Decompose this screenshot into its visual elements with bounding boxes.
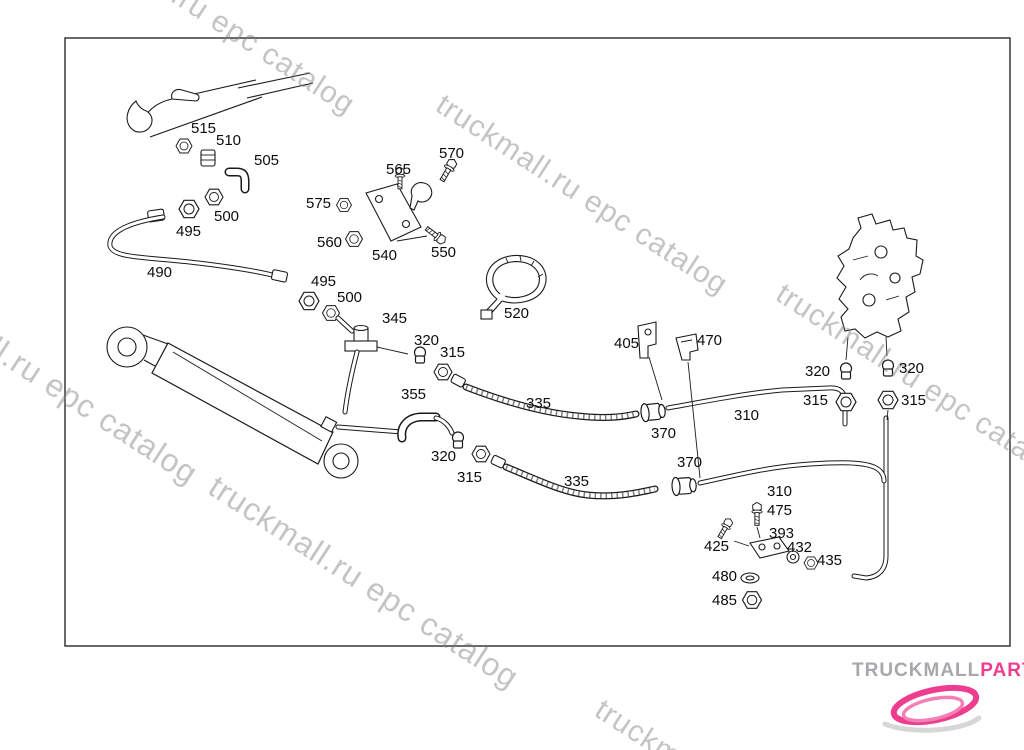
cable-tie-520 bbox=[480, 254, 547, 320]
pipe-490 bbox=[107, 208, 289, 283]
hose-335-upper bbox=[450, 373, 640, 421]
tee-345 bbox=[298, 291, 453, 415]
hose-335-lower bbox=[502, 463, 659, 500]
elbow-355 bbox=[335, 412, 506, 469]
brand-name: TRUCKMALLPARTS bbox=[852, 660, 1024, 682]
brand-name-accent: PARTS bbox=[980, 660, 1024, 681]
clip-470 bbox=[675, 333, 701, 479]
hydraulic-cylinder bbox=[106, 326, 359, 479]
valve-block bbox=[836, 213, 924, 361]
frame-sketch bbox=[126, 72, 314, 138]
brand-name-main: TRUCKMALL bbox=[852, 660, 981, 681]
pipe-310-lower bbox=[697, 415, 889, 581]
right-fittings bbox=[835, 359, 899, 421]
logo-swirl-icon bbox=[882, 684, 982, 733]
brand-logo: TRUCKMALLPARTS bbox=[852, 660, 1024, 738]
diagram-border bbox=[64, 37, 1011, 647]
bracket-540-group bbox=[336, 156, 460, 247]
fitting-chain-topleft bbox=[175, 138, 250, 219]
bracket-405 bbox=[637, 321, 663, 401]
hardware-cluster-bottom-right bbox=[715, 501, 819, 609]
